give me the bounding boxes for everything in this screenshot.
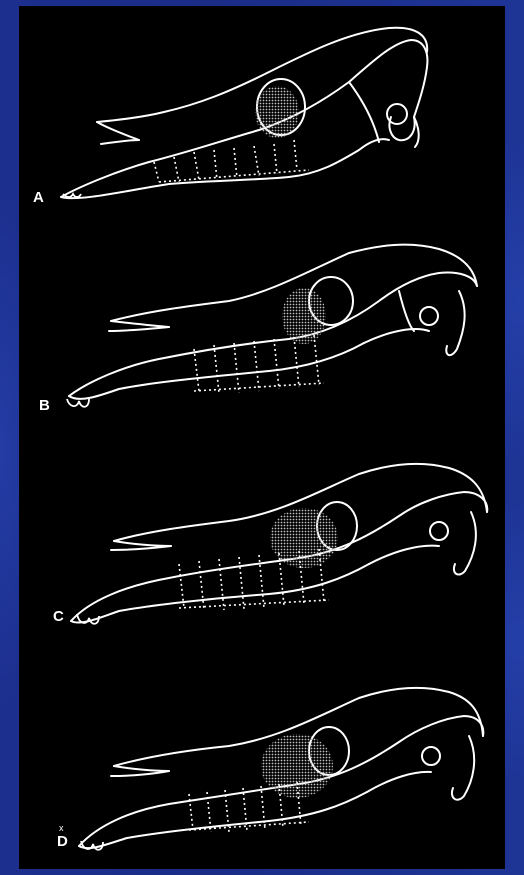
figure-panel: A (19, 6, 505, 869)
skull-diagram-b (19, 231, 505, 431)
small-mark: x (59, 824, 64, 833)
label-d: D (57, 834, 68, 849)
skull-diagram-a (19, 12, 505, 212)
label-c: C (53, 609, 64, 624)
label-a: A (33, 190, 44, 205)
label-b: B (39, 398, 50, 413)
skull-diagram-c (19, 446, 505, 636)
skull-diagram-d (19, 666, 505, 866)
